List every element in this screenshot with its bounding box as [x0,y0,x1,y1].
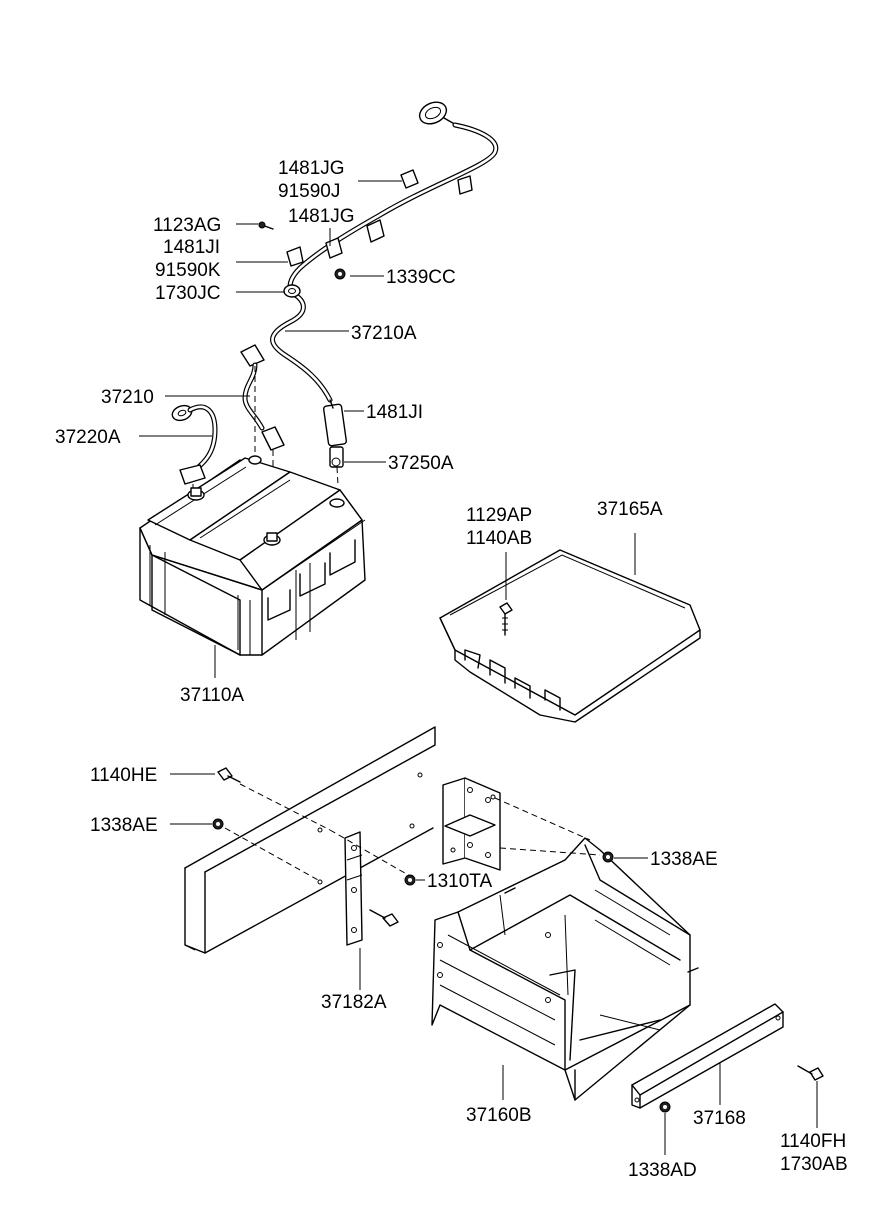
label-1481ji-b: 1481JI [366,402,423,423]
label-1481ji: 1481JI [163,237,220,258]
label-37110a: 37110A [180,685,244,706]
label-37182a: 37182A [321,992,387,1013]
label-1730jc: 1730JC [155,283,221,304]
label-1310ta: 1310TA [427,871,492,892]
label-91590j: 91590J [278,181,340,202]
part-labels: 1481JG 91590J 1123AG 1481JG 1481JI 91590… [55,158,848,1181]
label-37250a: 37250A [388,453,454,474]
label-91590k: 91590K [155,260,221,281]
bolt-1140fh [797,1065,824,1081]
label-1338ae-b: 1338AE [650,849,718,870]
label-1339cc: 1339CC [386,267,456,288]
label-37220a: 37220A [55,427,121,448]
upright-bracket [442,777,501,871]
positive-cable-37210a [270,101,499,486]
alignment-lines [224,783,601,881]
label-1140he: 1140HE [90,765,157,786]
leader-lines [139,180,818,1155]
label-1730ab: 1730AB [780,1154,848,1175]
label-1140fh: 1140FH [780,1131,846,1152]
label-1338ad: 1338AD [628,1160,697,1181]
fasteners [212,767,671,1113]
terminal-cable-37210 [240,344,285,535]
label-1481jg-b: 1481JG [288,206,355,227]
hold-down-strap-37168 [631,1003,784,1109]
bracket-37182a [344,831,399,946]
label-37210: 37210 [101,387,154,408]
label-1123ag: 1123AG [153,215,221,236]
negative-cable-37220a [171,404,218,495]
label-1481jg: 1481JG [278,158,345,179]
label-1338ae: 1338AE [90,815,158,836]
label-37210a: 37210A [351,323,417,344]
label-1129ap: 1129AP [466,505,532,526]
battery-tray-37160b [431,837,699,1101]
battery-37110a [139,455,366,656]
label-1140ab: 1140AB [466,528,532,549]
label-37160b: 37160B [466,1105,532,1126]
battery-cover-37165a [439,549,701,723]
label-37168: 37168 [693,1108,746,1129]
label-37165a: 37165A [597,499,663,520]
frame-rail [184,726,436,954]
